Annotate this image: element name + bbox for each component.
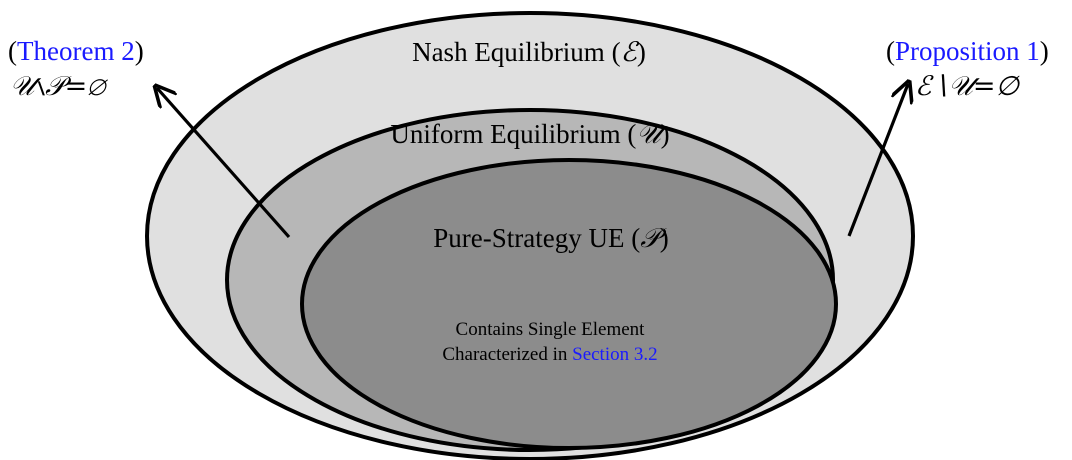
right-annotation-ref: (Proposition 1) bbox=[886, 36, 1049, 66]
pure-strategy-ue-set bbox=[300, 158, 838, 450]
uniform-label: Uniform Equilibrium (𝒰) bbox=[390, 119, 669, 150]
proposition-1-link[interactable]: Proposition 1 bbox=[895, 36, 1040, 66]
uniform-symbol: 𝒰 bbox=[636, 119, 668, 150]
left-annotation-formula: 𝒰∖𝒫=∅ bbox=[10, 71, 108, 102]
left-annotation-ref: (Theorem 2) bbox=[8, 36, 144, 66]
pure-symbol: 𝒫 bbox=[640, 223, 667, 254]
inner-note-line1: Contains Single Element bbox=[456, 319, 646, 340]
pure-label: Pure-Strategy UE (𝒫) bbox=[433, 223, 668, 254]
left-arrow bbox=[157, 88, 291, 239]
section-3-2-link[interactable]: Section 3.2 bbox=[572, 344, 658, 365]
right-annotation-formula: ℰ∖𝒰=∅ bbox=[915, 71, 1020, 102]
theorem-2-link[interactable]: Theorem 2 bbox=[17, 36, 135, 66]
nash-label: Nash Equilibrium (ℰ) bbox=[412, 37, 646, 68]
inner-note-line2: Characterized in Section 3.2 bbox=[442, 344, 657, 365]
nash-symbol: ℰ bbox=[621, 37, 640, 68]
right-arrow bbox=[847, 84, 908, 237]
